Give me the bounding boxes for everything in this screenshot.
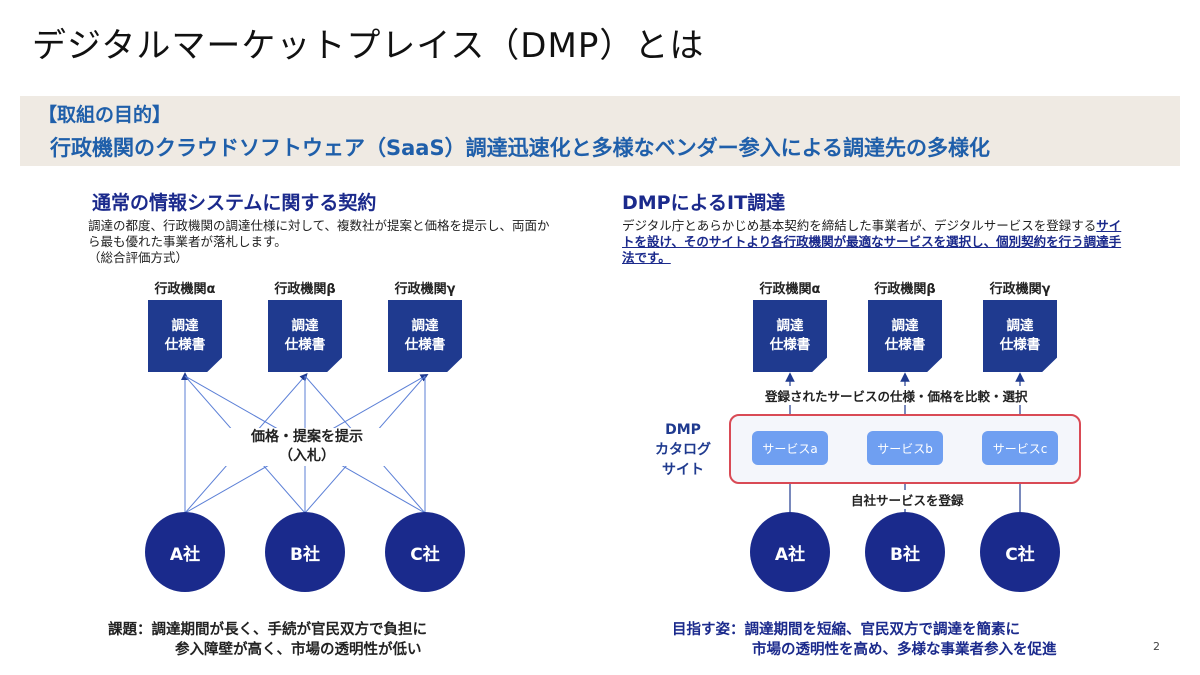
left-desc-text: 調達の都度、行政機関の調達仕様に対して、複数社が提案と価格を提示し、両面から最も… <box>88 218 550 249</box>
left-spec-doc-beta: 調達 仕様書 <box>268 300 342 372</box>
left-section-title: 通常の情報システムに関する契約 <box>92 192 377 214</box>
left-company-b: B社 <box>265 512 345 592</box>
service-c: サービスc <box>982 431 1058 465</box>
purpose-text: 行政機関のクラウドソフトウェア（SaaS）調達迅速化と多様なベンダー参入による調… <box>50 136 990 160</box>
left-spec-doc-alpha: 調達 仕様書 <box>148 300 222 372</box>
register-service-label: 自社サービスを登録 <box>848 490 967 509</box>
left-section-description: 調達の都度、行政機関の調達仕様に対して、複数社が提案と価格を提示し、両面から最も… <box>88 218 550 266</box>
service-b: サービスb <box>867 431 943 465</box>
right-section-title: DMPによるIT調達 <box>622 192 786 214</box>
left-company-c: C社 <box>385 512 465 592</box>
issue-line-2: 参入障壁が高く、市場の透明性が低い <box>175 642 422 658</box>
compare-select-label: 登録されたサービスの仕様・価格を比較・選択 <box>762 386 1031 405</box>
bid-label: 価格・提案を提示 （入札） <box>222 428 392 466</box>
right-spec-doc-beta: 調達 仕様書 <box>868 300 942 372</box>
right-agency-beta-label: 行政機関β <box>874 282 936 297</box>
left-agency-beta-label: 行政機関β <box>274 282 336 297</box>
right-desc-plain: デジタル庁とあらかじめ基本契約を締結した事業者が、デジタルサービスを登録する <box>622 218 1097 233</box>
goal-line-1: 目指す姿：調達期間を短縮、官民双方で調達を簡素に <box>672 622 1020 638</box>
left-agency-alpha-label: 行政機関α <box>154 282 216 297</box>
page-title: デジタルマーケットプレイス（DMP）とは <box>32 26 705 66</box>
purpose-band <box>20 96 1180 166</box>
purpose-heading: 【取組の目的】 <box>38 104 172 126</box>
right-company-c: C社 <box>980 512 1060 592</box>
dmp-catalog-site-label: DMP カタログ サイト <box>655 422 711 478</box>
goal-line-2: 市場の透明性を高め、多様な事業者参入を促進 <box>752 642 1057 658</box>
left-company-a: A社 <box>145 512 225 592</box>
service-a: サービスa <box>752 431 828 465</box>
right-spec-doc-gamma: 調達 仕様書 <box>983 300 1057 372</box>
right-agency-gamma-label: 行政機関γ <box>989 282 1051 297</box>
right-company-a: A社 <box>750 512 830 592</box>
right-spec-doc-alpha: 調達 仕様書 <box>753 300 827 372</box>
right-agency-alpha-label: 行政機関α <box>759 282 821 297</box>
right-desc-underlined: サイトを設け、そのサイトより各行政機関が最適なサービスを選択し、個別契約を行う調… <box>622 218 1122 265</box>
page-number: 2 <box>1153 640 1160 653</box>
issue-line-1: 課題：調達期間が長く、手続が官民双方で負担に <box>108 622 427 638</box>
left-desc-note: （総合評価方式） <box>88 250 189 265</box>
right-section-description: デジタル庁とあらかじめ基本契約を締結した事業者が、デジタルサービスを登録するサイ… <box>622 218 1122 266</box>
left-agency-gamma-label: 行政機関γ <box>394 282 456 297</box>
left-spec-doc-gamma: 調達 仕様書 <box>388 300 462 372</box>
right-company-b: B社 <box>865 512 945 592</box>
